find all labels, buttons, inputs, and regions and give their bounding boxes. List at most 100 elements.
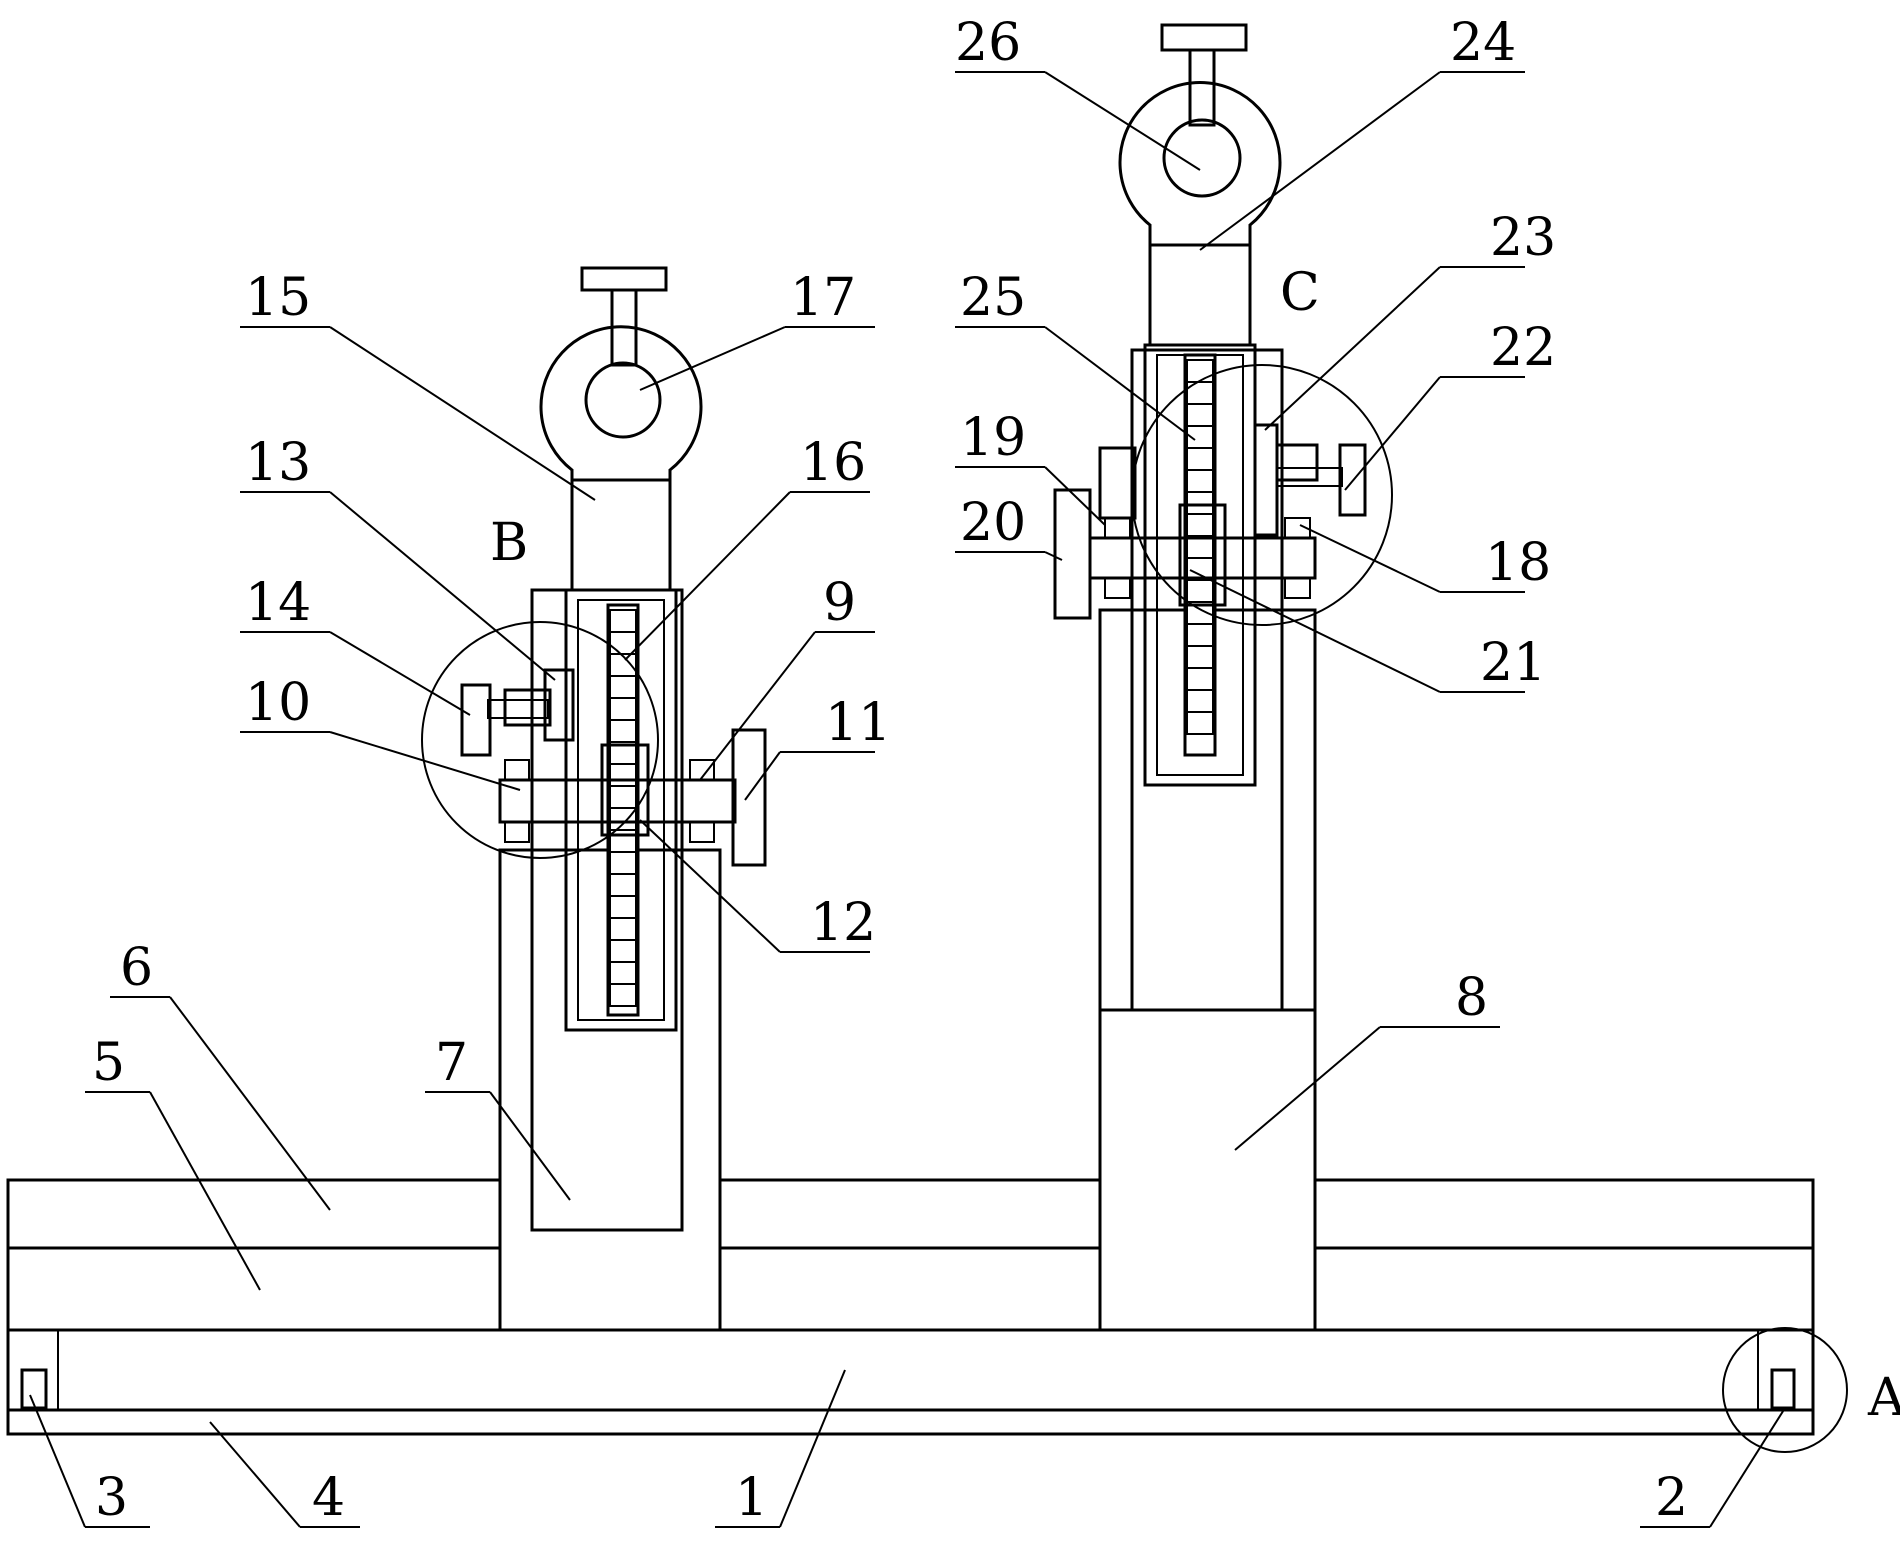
leader-line <box>700 632 815 780</box>
right-t-stem <box>1190 50 1214 125</box>
left-rack-teeth <box>610 610 636 1006</box>
right-bearing-bot-l <box>1105 578 1130 598</box>
drawing-parts <box>8 25 1847 1452</box>
rack-tooth <box>610 830 636 852</box>
part-label: 4 <box>312 1468 345 1528</box>
rack-tooth <box>610 676 636 698</box>
rack-tooth <box>610 698 636 720</box>
rack-tooth <box>1187 470 1213 492</box>
part-label: 9 <box>823 573 856 633</box>
part-label: 7 <box>435 1033 468 1093</box>
bottom-strip <box>8 1410 1813 1434</box>
part-labels: 1234567891011121314151617181920212223242… <box>92 13 1900 1528</box>
leader-line <box>1200 72 1440 250</box>
leader-line <box>150 1092 260 1290</box>
rack-tooth <box>1187 448 1213 470</box>
rack-tooth <box>610 808 636 830</box>
rack-tooth <box>1187 646 1213 668</box>
part-label: 13 <box>245 433 311 493</box>
leader-line <box>1300 525 1440 592</box>
rack-tooth <box>610 962 636 984</box>
right-bearing-top-l <box>1105 518 1130 538</box>
leader-line <box>1345 377 1440 490</box>
part-label: 16 <box>800 433 866 493</box>
rack-tooth <box>1187 580 1213 602</box>
leader-line <box>1235 1027 1380 1150</box>
part-label: 8 <box>1455 968 1488 1028</box>
left-ball <box>586 363 660 437</box>
main-plate <box>8 1330 1813 1410</box>
rack-tooth <box>610 610 636 632</box>
leader-line <box>745 752 780 800</box>
rack-tooth <box>610 874 636 896</box>
rack-tooth <box>610 764 636 786</box>
leader-line <box>640 820 780 952</box>
rack-tooth <box>610 984 636 1006</box>
hex-layer-right <box>1315 1180 1813 1248</box>
right-t-bar <box>1162 25 1246 50</box>
part-label: 26 <box>955 13 1021 73</box>
part-label: 21 <box>1480 633 1546 693</box>
right-top-cap <box>1120 83 1280 245</box>
leader-line <box>490 1092 570 1200</box>
left-bolt-screw <box>488 700 548 718</box>
upper-layer-right <box>1315 1248 1813 1330</box>
left-bolt-housing <box>505 690 550 725</box>
rack-tooth <box>1187 668 1213 690</box>
detail-circle-c <box>1132 365 1392 625</box>
part-label: 10 <box>245 673 311 733</box>
rack-tooth <box>1187 360 1213 382</box>
left-handle <box>733 730 765 865</box>
rack-tooth <box>610 852 636 874</box>
left-rod <box>572 480 670 590</box>
part-label: 1 <box>735 1468 768 1528</box>
leader-line <box>1710 1408 1785 1527</box>
right-column-lower-hatch <box>1100 1010 1315 1330</box>
right-left-block <box>1100 448 1135 518</box>
right-bolt-plate <box>1255 425 1277 535</box>
rack-tooth <box>1187 624 1213 646</box>
part-label: 3 <box>95 1468 128 1528</box>
leader-line <box>210 1422 300 1527</box>
leader-line <box>30 1395 85 1527</box>
rack-tooth <box>1187 712 1213 734</box>
part-label: 11 <box>825 693 891 753</box>
left-top-cap <box>541 327 701 480</box>
left-bearing-bot-r <box>690 822 714 842</box>
right-bolt-screw <box>1277 468 1342 486</box>
part-label: 24 <box>1450 13 1516 73</box>
rack-tooth <box>610 896 636 918</box>
part-label: 23 <box>1490 208 1556 268</box>
hex-layer-mid <box>720 1180 1100 1248</box>
right-bearing-bot-r <box>1285 578 1310 598</box>
part-label: 25 <box>960 268 1026 328</box>
part-label: 15 <box>245 268 311 328</box>
rack-tooth <box>610 720 636 742</box>
part-label: 2 <box>1655 1468 1688 1528</box>
rack-tooth <box>610 786 636 808</box>
leader-line <box>330 632 470 715</box>
leader-line <box>330 327 595 500</box>
rack-tooth <box>1187 404 1213 426</box>
part-label: 6 <box>120 938 153 998</box>
part-label: 22 <box>1490 318 1556 378</box>
upper-layer-mid <box>720 1248 1100 1330</box>
part-label: B <box>490 513 528 573</box>
part-label: 12 <box>810 893 876 953</box>
part-label: C <box>1280 263 1320 323</box>
rack-tooth <box>1187 690 1213 712</box>
upper-layer-left <box>8 1248 500 1330</box>
hex-layer-left <box>8 1180 500 1248</box>
part-label: A <box>1867 1368 1900 1428</box>
part-label: 19 <box>960 408 1026 468</box>
left-t-bar <box>582 268 666 290</box>
leader-line <box>780 1370 845 1527</box>
rack-tooth <box>610 918 636 940</box>
part-label: 20 <box>960 493 1026 553</box>
part-label: 17 <box>790 268 856 328</box>
left-bolt-head <box>462 685 490 755</box>
right-rod <box>1150 245 1250 345</box>
right-ball <box>1164 120 1240 196</box>
